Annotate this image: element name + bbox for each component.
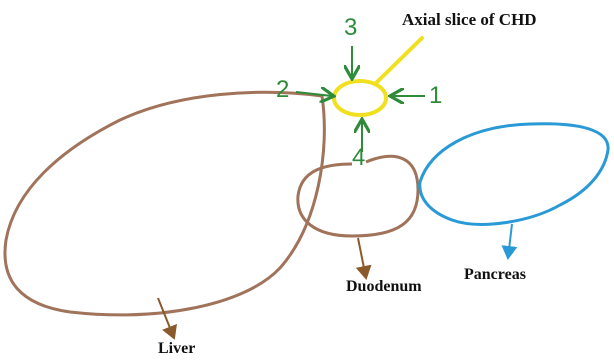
duodenum-pointer xyxy=(358,238,366,278)
arrow-number-3: 3 xyxy=(344,16,357,40)
liver-pointer xyxy=(158,298,174,338)
arrow-number-2: 2 xyxy=(276,78,289,102)
axial-slice-label: Axial slice of CHD xyxy=(402,10,537,30)
liver-label: Liver xyxy=(158,340,195,358)
arrow-number-1: 1 xyxy=(429,84,442,108)
pancreas-pointer xyxy=(508,224,512,258)
duodenum-label: Duodenum xyxy=(346,278,422,296)
arrow-number-4: 4 xyxy=(352,146,365,170)
chd-slice-icon xyxy=(334,81,386,115)
pancreas-label: Pancreas xyxy=(464,266,526,284)
chd-label-pointer xyxy=(375,38,422,84)
liver-outline-icon xyxy=(5,92,324,314)
pancreas-outline-icon xyxy=(420,124,608,225)
